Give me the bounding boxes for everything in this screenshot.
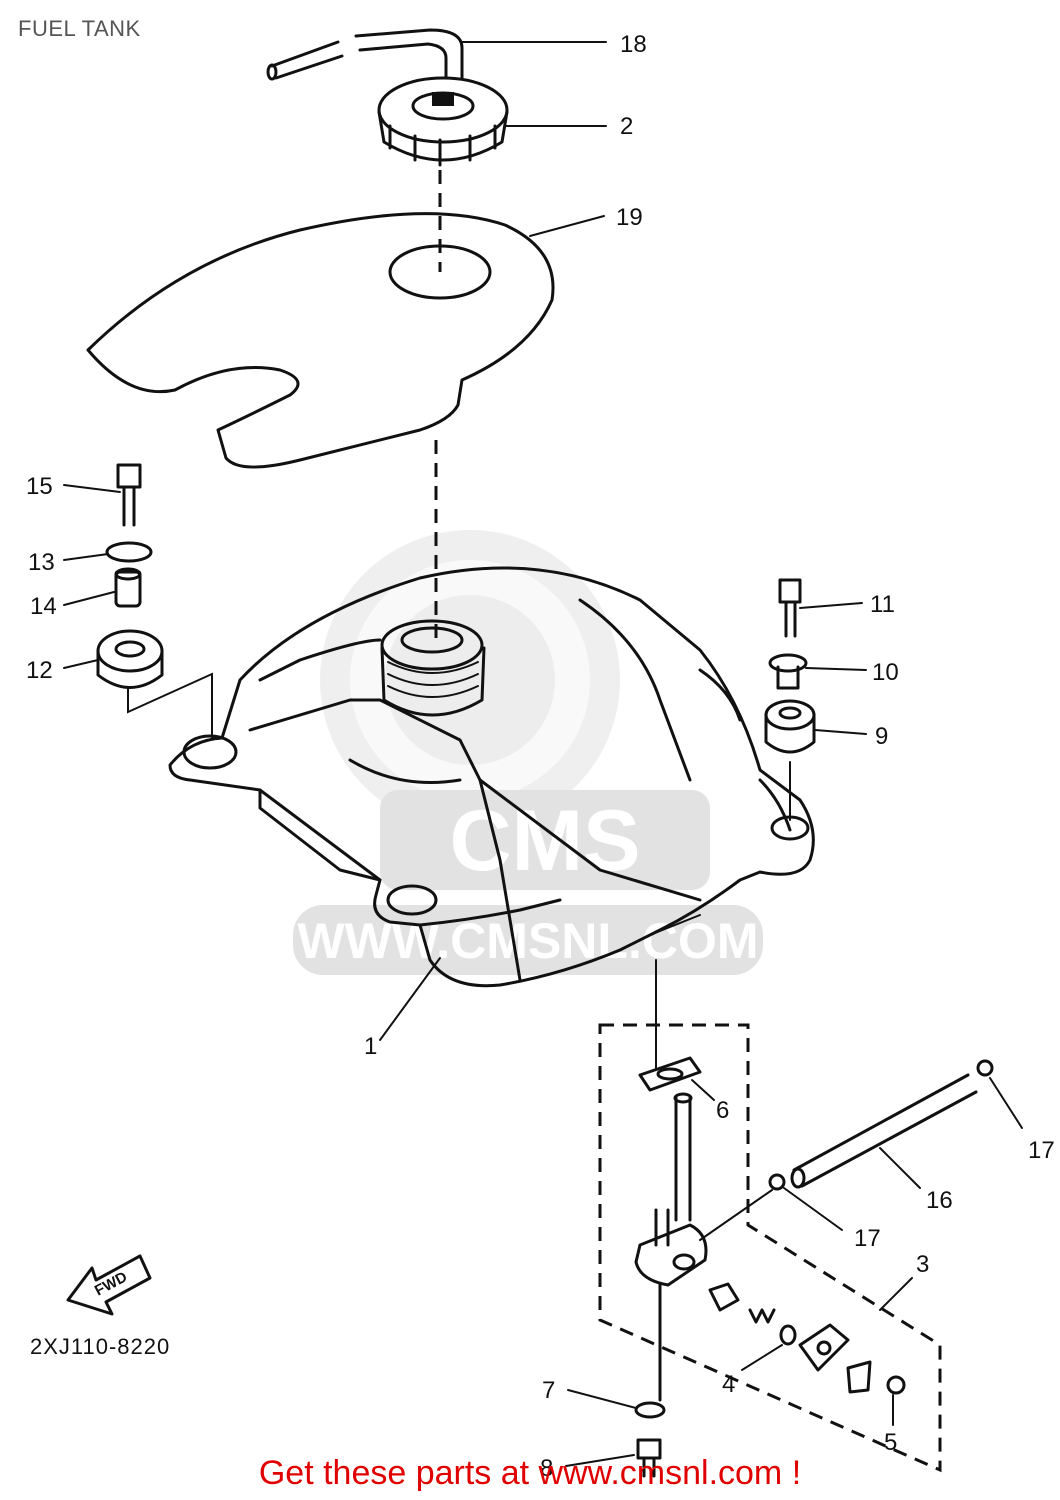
part-17-clip-lower[interactable]: [768, 1173, 786, 1191]
callout-8: 8: [540, 1455, 553, 1482]
watermark-url: WWW.CMSNL.COM: [297, 913, 758, 969]
page-title: FUEL TANK: [18, 16, 141, 41]
part-6-gasket[interactable]: [638, 1056, 702, 1092]
part-12-damper[interactable]: [96, 629, 164, 689]
callout-16: 16: [926, 1187, 953, 1214]
callout-numbers: 18 2 19 15 13 14 12 11 10 9 1 6 17 16 17…: [26, 31, 1055, 1482]
part-4-o-ring[interactable]: [779, 1324, 797, 1346]
callout-1: 1: [364, 1033, 377, 1060]
part-lever[interactable]: [846, 1360, 872, 1394]
diagram-reference-code: 2XJ110-8220: [30, 1334, 171, 1359]
part-16-fuel-hose[interactable]: [790, 1073, 978, 1189]
callout-12: 12: [26, 657, 53, 684]
part-valve-plunger[interactable]: [708, 1282, 740, 1312]
callout-5: 5: [884, 1429, 897, 1456]
callout-10: 10: [872, 659, 899, 686]
callout-18: 18: [620, 31, 647, 58]
part-19-pad[interactable]: [86, 212, 555, 469]
hose-leader: [699, 1189, 773, 1241]
callout-13: 13: [28, 549, 55, 576]
callout-14: 14: [30, 593, 57, 620]
part-2-fuel-cap[interactable]: [377, 76, 509, 167]
part-7-washer[interactable]: [634, 1401, 666, 1419]
callout-11: 11: [870, 591, 895, 618]
callout-17-upper: 17: [1028, 1137, 1055, 1164]
fuel-cock-body[interactable]: [634, 1092, 708, 1402]
callout-7: 7: [542, 1377, 555, 1404]
fwd-arrow-icon: FWD: [66, 1254, 152, 1316]
part-15-bolt[interactable]: [116, 463, 142, 527]
part-13-washer[interactable]: [105, 541, 153, 563]
promo-link[interactable]: Get these parts at www.cmsnl.com !: [258, 1454, 802, 1492]
callout-2: 2: [620, 113, 633, 140]
left-mount-leader: [127, 672, 213, 739]
part-17-clip-upper[interactable]: [976, 1059, 994, 1077]
callout-15: 15: [26, 473, 53, 500]
part-1-fuel-tank[interactable]: [168, 566, 815, 988]
part-spring[interactable]: [748, 1308, 776, 1324]
callout-3: 3: [916, 1251, 929, 1278]
part-8-drain-bolt[interactable]: [636, 1438, 662, 1478]
callout-19: 19: [616, 204, 643, 231]
part-3-fuel-cock-assembly-boundary[interactable]: [598, 1023, 942, 1473]
part-14-collar[interactable]: [114, 567, 142, 608]
callout-6: 6: [716, 1097, 729, 1124]
part-5-screw[interactable]: [886, 1375, 906, 1395]
callout-17-lower: 17: [854, 1225, 881, 1252]
leader-lines: [63, 41, 1023, 1467]
part-18-breather-hose[interactable]: [266, 28, 464, 81]
part-9-damper[interactable]: [764, 699, 816, 754]
part-10-collar[interactable]: [768, 653, 808, 690]
part-11-bolt[interactable]: [778, 578, 802, 638]
callout-4: 4: [722, 1371, 735, 1398]
part-lever-plate[interactable]: [798, 1323, 850, 1372]
callout-9: 9: [875, 723, 888, 750]
